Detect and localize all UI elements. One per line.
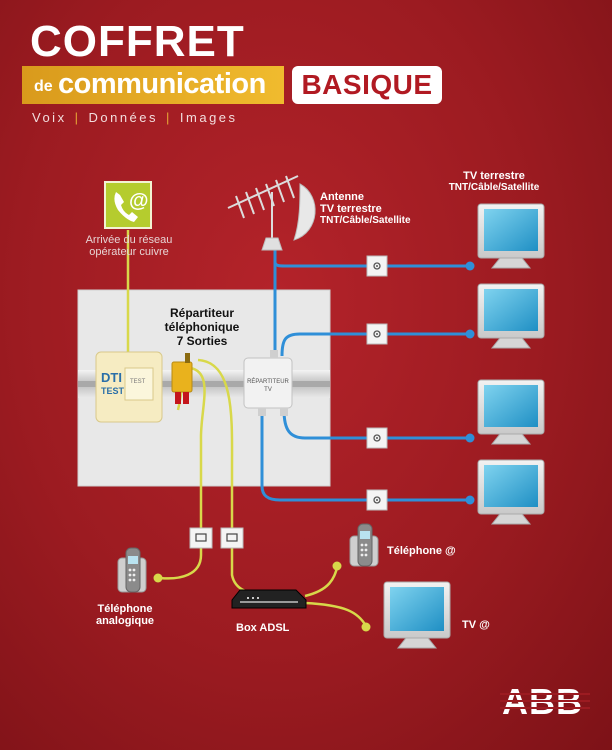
splitter-port [270, 350, 278, 358]
antenna [227, 175, 299, 242]
label-antenna-line3: TNT/Câble/Satellite [320, 215, 411, 226]
label-dti: DTI [101, 370, 122, 385]
coax-wires [260, 250, 470, 502]
coax-socket [366, 323, 388, 345]
label-tv-splitter-line2: TV [264, 387, 272, 393]
label-network-arrival-line2: opérateur cuivre [89, 246, 169, 258]
tagline-donnees: Données [88, 110, 159, 125]
rj45-socket [220, 527, 244, 549]
label-box-adsl: Box ADSL [236, 622, 290, 634]
tagline-images: Images [179, 110, 238, 125]
tv-screen-2 [477, 283, 545, 349]
label-analog-phone-line2: analogique [95, 615, 155, 627]
label-ip-phone: Téléphone @ [387, 545, 456, 557]
title-coffret: COFFRET [30, 17, 245, 66]
label-tv-splitter: RÉPARTITEUR TV [244, 378, 292, 394]
label-network-arrival-line1: Arrivée du réseau [85, 234, 173, 246]
badge-basique: BASIQUE [292, 66, 442, 104]
label-tv-splitter-line1: RÉPARTITEUR [247, 379, 289, 385]
abb-logo: ABB [500, 681, 590, 725]
phone-distributor-module [171, 361, 193, 393]
label-antenna: Antenne TV terrestre TNT/Câble/Satellite [320, 191, 411, 227]
analog-phone [117, 547, 147, 593]
tagline: Voix | Données | Images [32, 110, 238, 125]
ip-phone [349, 523, 379, 567]
tv-screen-1 [477, 203, 545, 269]
label-phone-distributor-line2: téléphonique [164, 320, 240, 334]
coax-socket [366, 489, 388, 511]
label-dti-test: TEST [101, 386, 125, 396]
rj45-socket [189, 527, 213, 549]
tagline-separator: | [166, 110, 172, 125]
coax-end-dots [465, 261, 475, 505]
wire-end-dot [332, 561, 342, 571]
title-de: de [34, 78, 53, 95]
label-antenna-line2: TV terrestre [320, 203, 382, 215]
splitter-port [258, 408, 266, 416]
title-communication: communication [58, 68, 266, 100]
splitter-port [280, 408, 288, 416]
coax-socket [366, 255, 388, 277]
phone-at-icon [114, 192, 138, 222]
label-tv-ip: TV @ [462, 619, 490, 631]
label-antenna-line1: Antenne [320, 191, 364, 203]
distributor-connector [183, 392, 189, 404]
distributor-connector [175, 392, 181, 404]
coax-socket [366, 427, 388, 449]
tv-splitter [243, 357, 293, 409]
label-dti-small-test: TEST [130, 379, 146, 385]
abb-logo-mark: ABB [500, 681, 590, 722]
distributor-pin [185, 353, 190, 363]
label-phone-distributor-line3: 7 Sorties [176, 334, 228, 348]
antenna-mount [261, 237, 283, 251]
at-symbol: @ [129, 190, 149, 212]
tv-ip-screen [383, 581, 451, 649]
label-network-arrival: Arrivée du réseau opérateur cuivre [60, 234, 198, 258]
tv-screen-4 [477, 459, 545, 525]
dti-box-window [124, 367, 154, 401]
tv-screen-3 [477, 379, 545, 445]
label-tv-terrestre: TV terrestre TNT/Câble/Satellite [434, 170, 554, 194]
label-tv-terrestre-line1: TV terrestre [463, 170, 525, 182]
tagline-separator: | [74, 110, 81, 125]
label-phone-distributor: Répartiteur téléphonique 7 Sorties [144, 306, 260, 348]
title-banner: de communication [22, 66, 284, 104]
wire-end-dot [153, 573, 163, 583]
satellite-dish [293, 183, 316, 241]
network-icon-box [104, 181, 152, 229]
label-analog-phone: Téléphone analogique [82, 603, 168, 627]
adsl-box [231, 589, 307, 609]
label-analog-phone-line1: Téléphone [97, 603, 153, 615]
label-phone-distributor-line1: Répartiteur [169, 306, 234, 320]
wire-end-dot [361, 622, 371, 632]
label-tv-terrestre-line2: TNT/Câble/Satellite [448, 182, 540, 193]
tagline-voix: Voix [32, 110, 67, 125]
